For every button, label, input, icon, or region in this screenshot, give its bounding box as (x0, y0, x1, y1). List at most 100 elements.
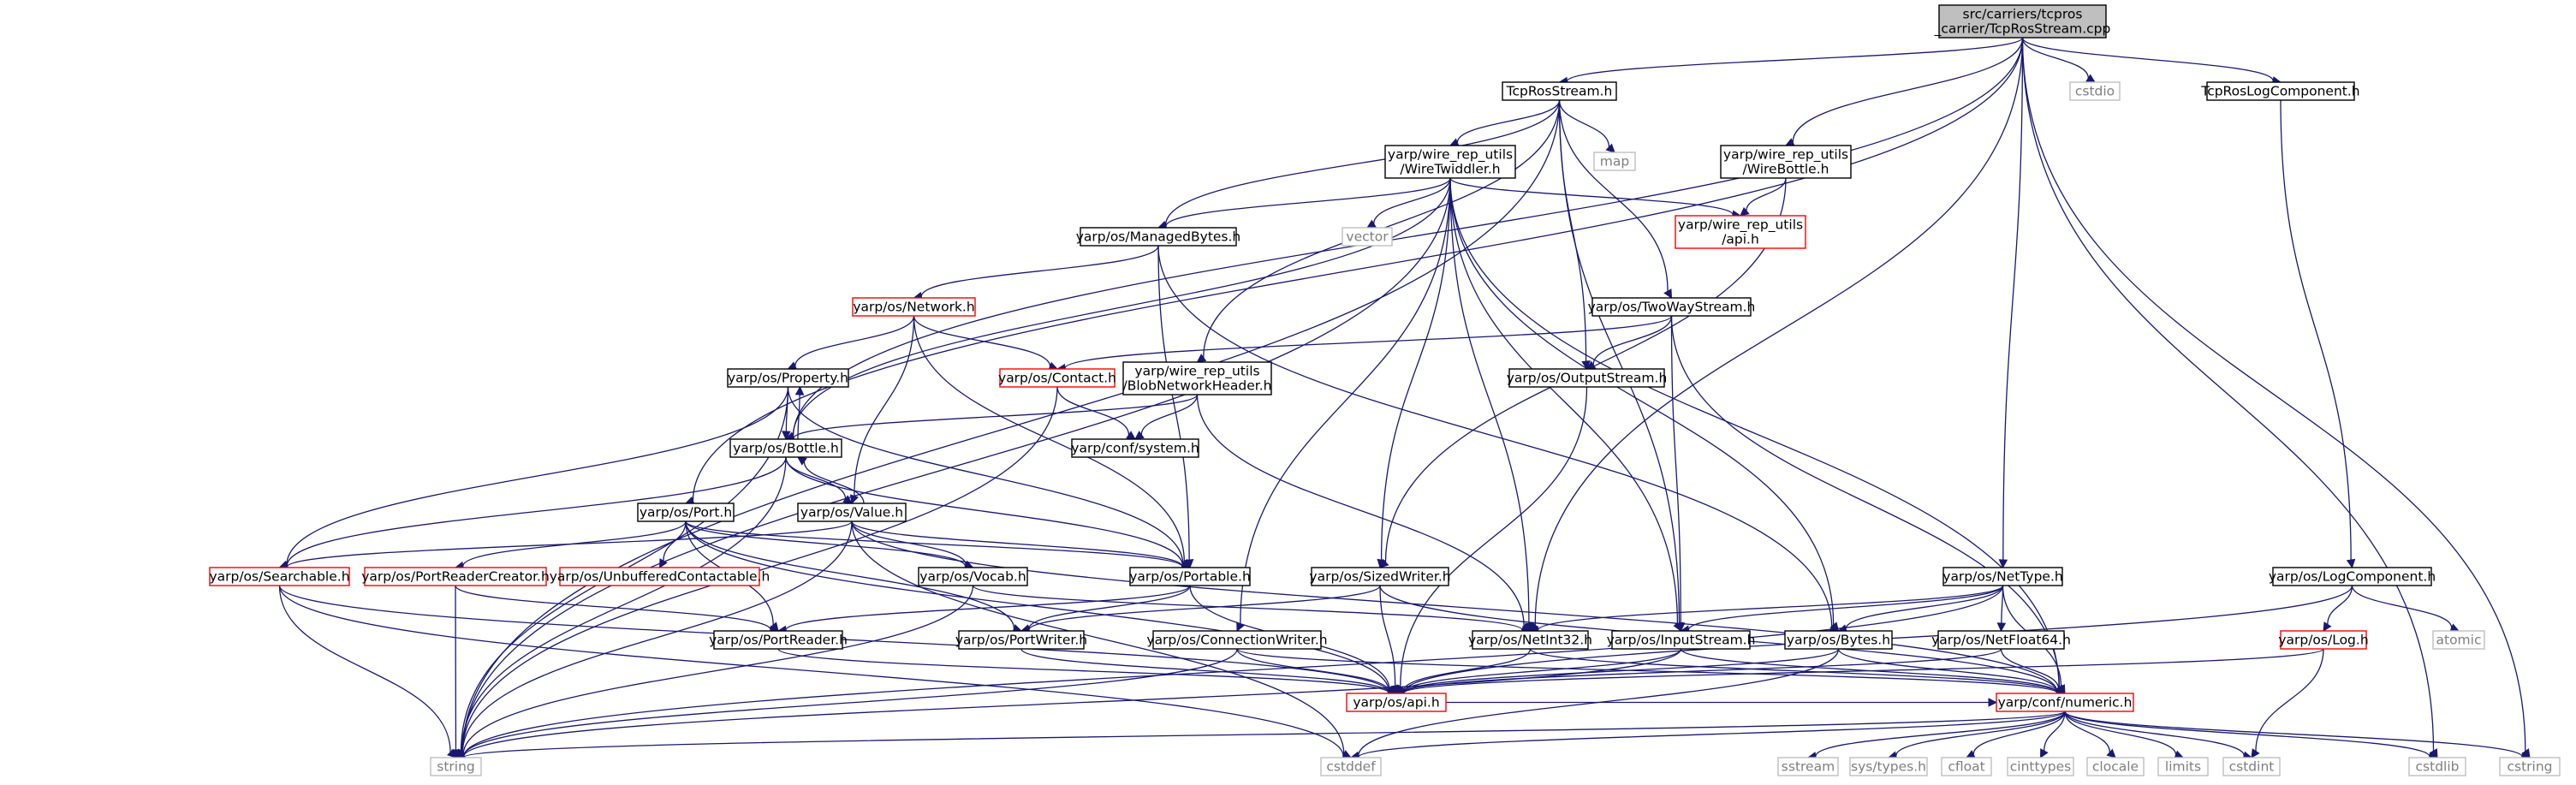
node-value-h[interactable]: yarp/os/Value.h (797, 503, 907, 522)
node-label: /WireTwiddler.h (1400, 162, 1500, 177)
node-portwriter-h[interactable]: yarp/os/PortWriter.h (955, 630, 1087, 650)
edge-root-to-cstring (2021, 37, 2531, 758)
node-map[interactable]: map (1593, 152, 1636, 171)
node-box (852, 297, 976, 317)
node-limits[interactable]: limits (2157, 757, 2209, 776)
edge-line (692, 37, 2024, 502)
node-log-h[interactable]: yarp/os/Log.h (2278, 630, 2369, 650)
node-bottle-h[interactable]: yarp/os/Bottle.h (729, 438, 842, 458)
node-label: yarp/os/Property.h (728, 371, 848, 386)
node-vector[interactable]: vector (1342, 227, 1393, 247)
node-vocab-h[interactable]: yarp/os/Vocab.h (918, 567, 1028, 586)
node-box (1342, 227, 1393, 247)
node-nettype-h[interactable]: yarp/os/NetType.h (1942, 567, 2063, 586)
edge-arrowhead (1740, 206, 1750, 217)
edge-portreadercreator_h-to-portreader_h (455, 585, 780, 634)
edge-numeric_h-to-cstdlib (2064, 711, 2439, 762)
node-string[interactable]: string (430, 757, 482, 776)
node-label: atomic (2436, 633, 2482, 648)
node-label: yarp/os/OutputStream.h (1507, 371, 1668, 386)
node-numeric-h[interactable]: yarp/conf/numeric.h (1996, 693, 2134, 712)
edge-line (777, 648, 1389, 693)
node-bytes-h[interactable]: yarp/os/Bytes.h (1784, 630, 1893, 650)
node-blobnetworkheader-h[interactable]: yarp/wire_rep_utils/BlobNetworkHeader.h (1122, 361, 1272, 395)
node-systypes-h[interactable]: sys/types.h (1849, 757, 1928, 776)
node-root: src/carriers/tcpros_carrier/TcpRosStream… (1934, 4, 2110, 39)
edge-line (462, 585, 2004, 758)
edge-inputstream_h-to-numeric_h (1680, 648, 2067, 698)
edge-root-to-cstdlib (2021, 37, 2438, 758)
node-searchable-h[interactable]: yarp/os/Searchable.h (209, 567, 350, 586)
node-cstring[interactable]: cstring (2499, 757, 2561, 776)
node-wiretwiddler-h[interactable]: yarp/wire_rep_utils/WireTwiddler.h (1384, 145, 1516, 179)
edge-line (1670, 315, 1681, 624)
edge-searchable_h-to-cstddef (278, 585, 1353, 761)
node-cstddef[interactable]: cstddef (1320, 757, 1382, 776)
edge-wiretwiddler_h-to-managedbytes_h (1157, 177, 1451, 231)
node-label: yarp/os/TwoWayStream.h (1588, 300, 1756, 315)
node-property-h[interactable]: yarp/os/Property.h (727, 368, 849, 388)
node-sstream[interactable]: sstream (1777, 757, 1839, 776)
edge-line (1236, 648, 1389, 692)
node-outputstream-h[interactable]: yarp/os/OutputStream.h (1507, 368, 1668, 388)
node-inputstream-h[interactable]: yarp/os/InputStream.h (1607, 630, 1756, 650)
node-cstdlib[interactable]: cstdlib (2408, 757, 2466, 776)
edge-line (1380, 177, 1451, 561)
edge-line (2002, 37, 2024, 561)
node-portreader-h[interactable]: yarp/os/PortReader.h (709, 630, 848, 650)
node-netfloat64-h[interactable]: yarp/os/NetFloat64.h (1931, 630, 2071, 650)
node-wire-api-h[interactable]: yarp/wire_rep_utils/api.h (1675, 215, 1806, 249)
node-portreadercreator-h[interactable]: yarp/os/PortReaderCreator.h (361, 567, 550, 586)
edge-blobnetworkheader_h-to-netint32_h (1196, 394, 1532, 632)
node-label: yarp/os/NetInt32.h (1468, 633, 1592, 648)
edge-line (462, 648, 1238, 757)
node-cinttypes[interactable]: cinttypes (2007, 757, 2074, 776)
node-portable-h[interactable]: yarp/os/Portable.h (1129, 567, 1251, 586)
node-tcproslogcomponent-h[interactable]: TcpRosLogComponent.h (2200, 81, 2360, 101)
edge-line (1402, 648, 1532, 692)
edge-numeric_h-to-cstdint (2064, 711, 2253, 760)
edge-line (461, 456, 787, 752)
node-network-h[interactable]: yarp/os/Network.h (852, 297, 976, 317)
edge-line (278, 585, 451, 752)
node-api-h[interactable]: yarp/os/api.h (1346, 693, 1447, 712)
edge-inputstream_h-to-string (455, 648, 1682, 762)
node-tcprosstream-h[interactable]: TcpRosStream.h (1502, 81, 1617, 101)
node-logcomponent-h[interactable]: yarp/os/LogComponent.h (2269, 567, 2436, 586)
node-clocale[interactable]: clocale (2086, 757, 2145, 776)
node-contact-h[interactable]: yarp/os/Contact.h (998, 368, 1116, 388)
edge-line (685, 520, 1389, 692)
edge-tcprosstream_h-to-inputstream_h (1558, 99, 1684, 633)
edge-line (851, 520, 1345, 755)
node-cfloat[interactable]: cfloat (1941, 757, 1992, 776)
edge-numeric_h-to-clocale (2064, 711, 2116, 758)
edge-line (1449, 177, 1679, 624)
node-managedbytes-h[interactable]: yarp/os/ManagedBytes.h (1076, 227, 1241, 247)
node-label: TcpRosLogComponent.h (2200, 84, 2359, 99)
edge-line (2021, 37, 2274, 81)
node-atomic[interactable]: atomic (2432, 630, 2485, 650)
edge-line (1403, 648, 2002, 693)
edge-line (1379, 585, 1396, 687)
node-label: yarp/os/PortReaderCreator.h (361, 569, 550, 585)
edge-tcprosstream_h-to-twowaystream_h (1558, 99, 1673, 299)
node-port-h[interactable]: yarp/os/Port.h (637, 503, 735, 522)
node-netint32-h[interactable]: yarp/os/NetInt32.h (1468, 630, 1592, 650)
node-box (1996, 693, 2134, 712)
node-label: yarp/conf/numeric.h (1998, 695, 2133, 711)
edge-line (2327, 585, 2353, 625)
node-twowaystream-h[interactable]: yarp/os/TwoWayStream.h (1588, 297, 1756, 317)
node-system-h[interactable]: yarp/conf/system.h (1071, 438, 1199, 458)
edge-arrowhead (1988, 698, 1998, 707)
edge-line (1558, 99, 1669, 292)
node-connectionwriter-h[interactable]: yarp/os/ConnectionWriter.h (1146, 630, 1328, 650)
node-cstdio[interactable]: cstdio (2069, 81, 2121, 101)
node-cstdint[interactable]: cstdint (2222, 757, 2281, 776)
node-unbufferedcontactable-h[interactable]: yarp/os/UnbufferedContactable.h (550, 567, 770, 586)
edge-numeric_h-to-limits (2064, 711, 2185, 759)
node-label: yarp/os/Bytes.h (1787, 633, 1890, 648)
node-sizedwriter-h[interactable]: yarp/os/SizedWriter.h (1309, 567, 1451, 586)
node-wirebottle-h[interactable]: yarp/wire_rep_utils/WireBottle.h (1720, 145, 1852, 179)
edge-line (1792, 37, 2024, 143)
edge-arrowhead (451, 749, 461, 759)
